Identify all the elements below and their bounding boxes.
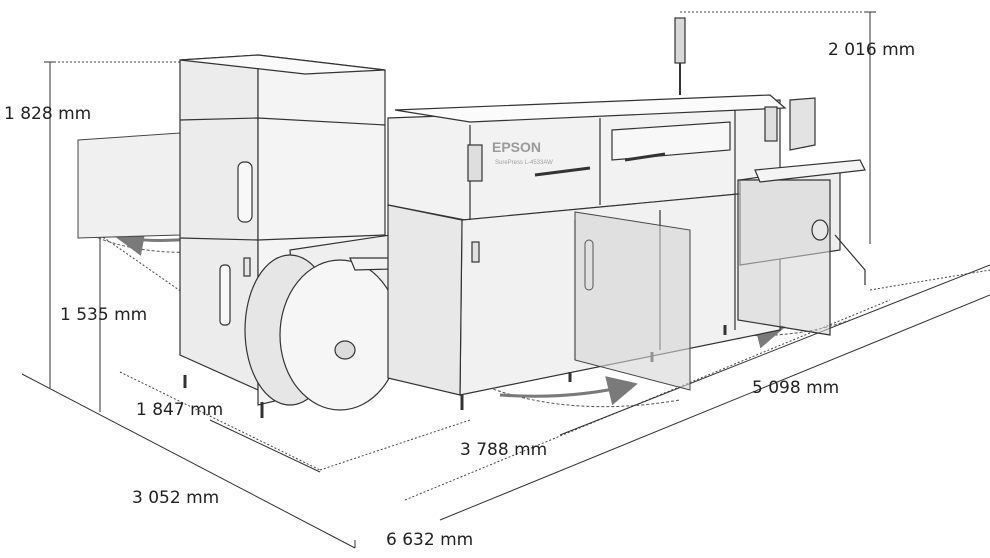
middle-door-panel [574, 211, 691, 391]
right-section [737, 97, 866, 336]
model-label: SurePress L-4533AW [495, 160, 553, 166]
dimension-depth-total: 3 052 mm [132, 488, 220, 508]
dimension-feed-height: 1 535 mm [60, 305, 148, 325]
dimension-length-rear: 5 098 mm [752, 378, 840, 398]
dimension-lines [21, 11, 990, 549]
signal-tower [674, 17, 686, 95]
brand-logo: EPSON [492, 139, 542, 155]
dimension-length-total: 6 632 mm [386, 530, 474, 550]
dimension-depth-main: 1 847 mm [136, 400, 224, 420]
dimension-total-height: 1 828 mm [4, 104, 92, 124]
dimension-tower-height: 2 016 mm [828, 40, 916, 60]
dimension-length-main: 3 788 mm [460, 440, 548, 460]
left-cover-panel [77, 132, 181, 239]
